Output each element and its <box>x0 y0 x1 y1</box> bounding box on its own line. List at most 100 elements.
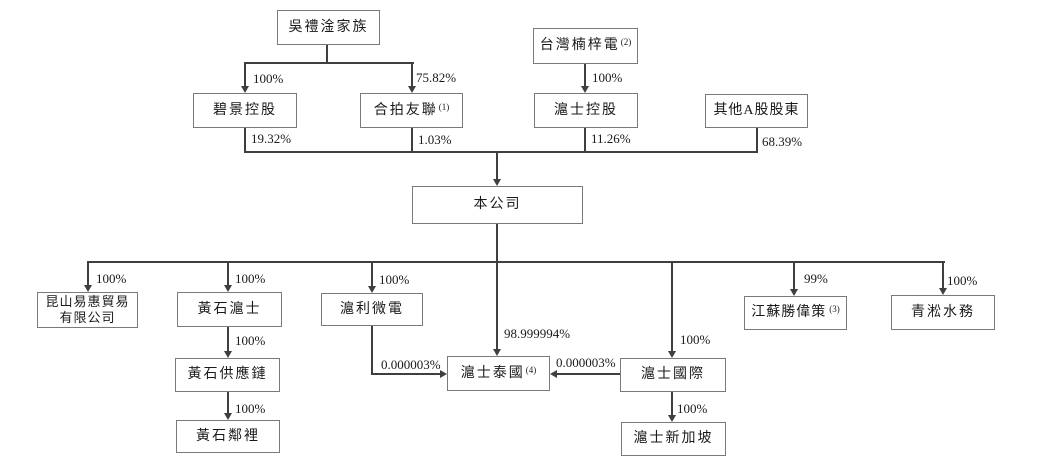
connector-line <box>227 327 229 352</box>
org-node-huangshi-supply-chain: 黃石供應鏈 <box>175 358 280 392</box>
arrowhead-left <box>550 370 557 378</box>
org-node-huangshi-linli: 黃石鄰裡 <box>176 420 280 453</box>
ownership-percentage: 100% <box>592 70 623 85</box>
connector-line <box>244 62 246 88</box>
arrowhead-down <box>581 86 589 93</box>
connector-line <box>942 261 944 289</box>
org-node-label: 青淞水務 <box>911 304 975 320</box>
org-node-other-a-shareholders: 其他A股股東 <box>705 94 808 128</box>
ownership-percentage: 100% <box>96 271 127 286</box>
connector-line <box>671 392 673 416</box>
connector-line <box>584 64 586 88</box>
org-node-label: 江蘇勝偉策 <box>751 305 827 320</box>
org-node-the-company: 本公司 <box>412 186 583 224</box>
ownership-percentage: 99% <box>804 271 828 286</box>
connector-line <box>793 261 795 290</box>
connector-line <box>87 261 945 263</box>
connector-line <box>411 128 413 153</box>
ownership-percentage: 11.26% <box>591 131 631 146</box>
org-node-label: 昆山易惠貿易 <box>45 294 130 309</box>
org-node-label: 合拍友聯 <box>373 102 438 118</box>
arrowhead-down <box>493 179 501 186</box>
connector-line <box>371 326 373 375</box>
arrowhead-down <box>224 285 232 292</box>
connector-line <box>371 261 373 287</box>
arrowhead-down <box>408 86 416 93</box>
ownership-percentage: 100% <box>235 401 266 416</box>
arrowhead-down <box>790 289 798 296</box>
ownership-percentage: 100% <box>680 332 711 347</box>
org-node-label: 滬士泰國 <box>460 365 525 381</box>
ownership-percentage: 1.03% <box>418 132 452 147</box>
org-node-label: 黃石鄰裡 <box>196 428 260 444</box>
connector-line <box>326 45 328 64</box>
arrowhead-down <box>939 288 947 295</box>
connector-line <box>411 62 413 88</box>
org-node-label-line2: 有限公司 <box>59 310 116 325</box>
org-node-qingsong-water: 青淞水務 <box>891 295 995 330</box>
connector-line <box>496 261 498 350</box>
ownership-percentage: 100% <box>253 71 284 86</box>
connector-line <box>244 151 758 153</box>
arrowhead-right <box>440 370 447 378</box>
org-node-hepai-youlian: 合拍友聯(1) <box>360 93 463 128</box>
connector-line <box>244 128 246 153</box>
org-node-jiangsu-shengweice: 江蘇勝偉策(3) <box>744 296 847 330</box>
org-node-label: 黃石滬士 <box>197 301 262 317</box>
org-node-label: 其他A股股東 <box>713 103 800 118</box>
arrowhead-down <box>368 286 376 293</box>
footnote-marker: (1) <box>438 101 450 112</box>
arrowhead-down <box>224 351 232 358</box>
ownership-percentage: 100% <box>677 401 708 416</box>
org-node-wu-family: 吳禮淦家族 <box>277 10 380 45</box>
org-node-hushi-international: 滬士國際 <box>620 358 726 392</box>
org-node-label: 台灣楠梓電 <box>539 38 620 53</box>
ownership-percentage: 19.32% <box>251 131 292 146</box>
connector-line <box>227 392 229 414</box>
arrowhead-down <box>493 349 501 356</box>
org-node-hushi-holdings: 滬士控股 <box>534 93 638 128</box>
connector-line <box>371 373 440 375</box>
connector-line <box>557 373 620 375</box>
ownership-percentage: 68.39% <box>762 134 803 149</box>
org-node-label: 本公司 <box>473 197 522 212</box>
ownership-percentage: 0.000003% <box>556 355 616 370</box>
org-node-taiwan-nanzi: 台灣楠梓電(2) <box>533 28 638 64</box>
footnote-marker: (2) <box>620 37 632 47</box>
ownership-percentage: 100% <box>235 271 266 286</box>
org-node-label: 吳禮淦家族 <box>288 19 369 35</box>
org-node-label: 滬士控股 <box>554 102 618 118</box>
org-node-huli-micro: 滬利微電 <box>321 293 423 326</box>
arrowhead-down <box>84 285 92 292</box>
arrowhead-down <box>668 415 676 422</box>
org-node-label: 滬士國際 <box>641 367 705 382</box>
ownership-percentage: 100% <box>235 333 266 348</box>
org-node-label: 黃石供應鏈 <box>187 367 268 382</box>
org-node-hushi-thailand: 滬士泰國(4) <box>447 356 550 391</box>
connector-line <box>244 62 414 64</box>
org-node-label: 滬士新加坡 <box>633 431 714 446</box>
org-node-huangshi-hushi: 黃石滬士 <box>177 292 282 327</box>
org-node-hushi-singapore: 滬士新加坡 <box>621 422 726 456</box>
org-node-label: 碧景控股 <box>213 102 277 118</box>
arrowhead-down <box>241 86 249 93</box>
connector-line <box>496 151 498 180</box>
footnote-marker: (4) <box>525 364 537 375</box>
connector-line <box>227 261 229 286</box>
connector-line <box>87 261 89 286</box>
footnote-marker: (3) <box>829 304 840 314</box>
ownership-percentage: 98.999994% <box>504 326 571 341</box>
org-node-kunshan-yihui: 昆山易惠貿易 有限公司 <box>37 292 138 328</box>
org-node-label: 滬利微電 <box>340 301 404 317</box>
connector-line <box>496 224 498 263</box>
ownership-percentage: 0.000003% <box>381 357 441 372</box>
connector-line <box>671 261 673 352</box>
ownership-percentage: 75.82% <box>416 70 457 85</box>
connector-line <box>584 128 586 153</box>
ownership-percentage: 100% <box>947 273 978 288</box>
arrowhead-down <box>668 351 676 358</box>
connector-line <box>756 128 758 153</box>
ownership-percentage: 100% <box>379 272 410 287</box>
org-node-bijing-holdings: 碧景控股 <box>193 93 297 128</box>
